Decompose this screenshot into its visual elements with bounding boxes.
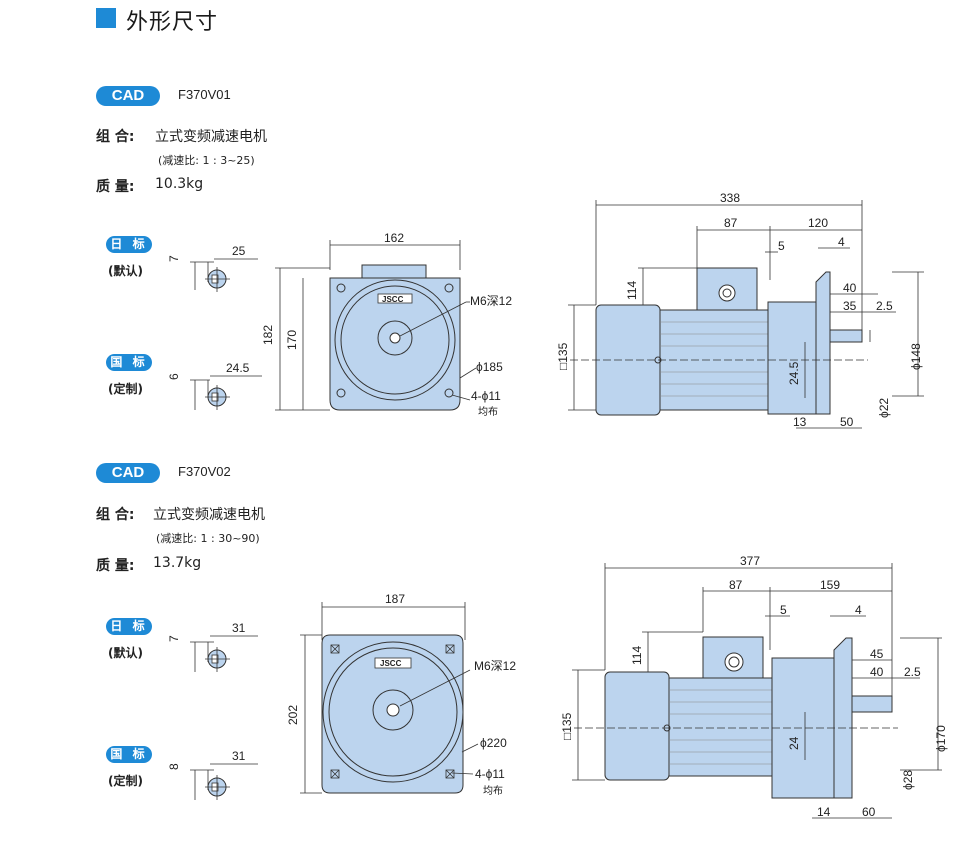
side-d14-2: 14 [817,805,831,819]
ratio-note-2: (减速比: 1 : 30~90) [156,532,260,545]
combo-value-1: 立式变频减速电机 [155,129,267,145]
side-d24-2: 24 [787,736,801,750]
side-d245-1: 24.5 [787,361,801,385]
key-section-gb-2: 8 31 [167,749,258,800]
front-view-2: 187 202 JSCC M6深12 ϕ220 4-ϕ11 均布 [286,592,516,797]
side-pilot-1: ϕ148 [909,343,923,370]
side-d87-2: 87 [729,578,743,592]
key-width-gb-2: 8 [167,763,181,770]
side-d35-1: 35 [843,299,857,313]
std-sub-jp-2: (默认) [108,646,143,660]
side-d114-2: 114 [630,646,644,665]
side-total-1: 338 [720,191,740,205]
mass-value-1: 10.3kg [155,176,204,192]
title-marker [96,8,116,28]
std-badge-gb-1: 国 标 [106,354,152,371]
side-d25-2: 2.5 [904,665,921,679]
mass-label-1: 质 量: [96,179,135,195]
cad-badge-1[interactable]: CAD [96,86,160,106]
side-total-2: 377 [740,554,760,568]
model-code-2: F370V02 [178,464,231,479]
front-holes-1: 4-ϕ11 [471,389,501,403]
side-d114-1: 114 [625,281,639,300]
std-sub-jp-1: (默认) [108,264,143,278]
front-height1-1: 182 [261,325,275,345]
front-logo-2: JSCC [380,659,402,668]
front-pcd-1: ϕ185 [476,360,503,374]
side-d120-1: 120 [808,216,828,230]
side-shaft-1: ϕ22 [877,398,891,418]
front-logo-1: JSCC [382,295,404,304]
side-shaft-2: ϕ28 [901,770,915,790]
side-d5-1: 5 [778,239,785,253]
page-title: 外形尺寸 [126,10,219,35]
key-section-gb-1: 6 24.5 [167,361,262,410]
mass-value-2: 13.7kg [153,555,202,571]
ratio-note-1: (减速比: 1 : 3~25) [158,154,255,167]
side-d60-2: 60 [862,805,876,819]
key-width-gb-1: 6 [167,373,181,380]
side-d87-1: 87 [724,216,738,230]
side-pilot-2: ϕ170 [934,725,948,752]
side-view-1: 338 87 120 5 4 114 □135 40 [556,191,924,429]
std-badge-jp-2: 日 标 [106,618,152,635]
front-width-2: 187 [385,592,405,606]
front-bolt-1: M6深12 [470,294,512,308]
side-d159-2: 159 [820,578,840,592]
mass-label-2: 质 量: [96,558,135,574]
std-badge-jp-1: 日 标 [106,236,152,253]
key-width-jp-1: 7 [167,255,181,262]
front-view-1: 162 182 170 JSCC M6深12 ϕ185 4-ϕ11 均布 [261,231,512,418]
std-sub-gb-2: (定制) [108,774,143,788]
std-badge-gb-2: 国 标 [106,746,152,763]
front-holes-note-1: 均布 [478,406,498,418]
combo-label-1: 组 合: [96,129,135,145]
side-d13-1: 13 [793,415,807,429]
key-depth-jp-1: 25 [232,244,246,258]
key-depth-gb-2: 31 [232,749,246,763]
key-width-jp-2: 7 [167,635,181,642]
side-d5-2: 5 [780,603,787,617]
key-depth-gb-1: 24.5 [226,361,250,375]
front-holes-2: 4-ϕ11 [475,767,505,781]
side-sq-1: □135 [556,342,570,370]
model-code-1: F370V01 [178,87,231,102]
side-d4-1: 4 [838,235,845,249]
combo-label-2: 组 合: [96,507,135,523]
side-d25-1: 2.5 [876,299,893,313]
front-bolt-2: M6深12 [474,659,516,673]
key-section-jp-1: 7 25 [167,244,258,292]
side-d40-1: 40 [843,281,857,295]
std-sub-gb-1: (定制) [108,382,143,396]
front-height1-2: 202 [286,705,300,725]
key-section-jp-2: 7 31 [167,621,258,672]
side-sq-2: □135 [560,712,574,740]
combo-value-2: 立式变频减速电机 [153,507,265,523]
side-view-2: 377 87 159 5 4 114 □135 45 [560,554,948,819]
side-d4-2: 4 [855,603,862,617]
side-d50-1: 50 [840,415,854,429]
side-d45-2: 45 [870,647,884,661]
cad-badge-2[interactable]: CAD [96,463,160,483]
side-d40-2: 40 [870,665,884,679]
front-holes-note-2: 均布 [483,785,503,797]
key-depth-jp-2: 31 [232,621,246,635]
front-pcd-2: ϕ220 [480,736,507,750]
front-height2-1: 170 [285,330,299,350]
front-width-1: 162 [384,231,404,245]
